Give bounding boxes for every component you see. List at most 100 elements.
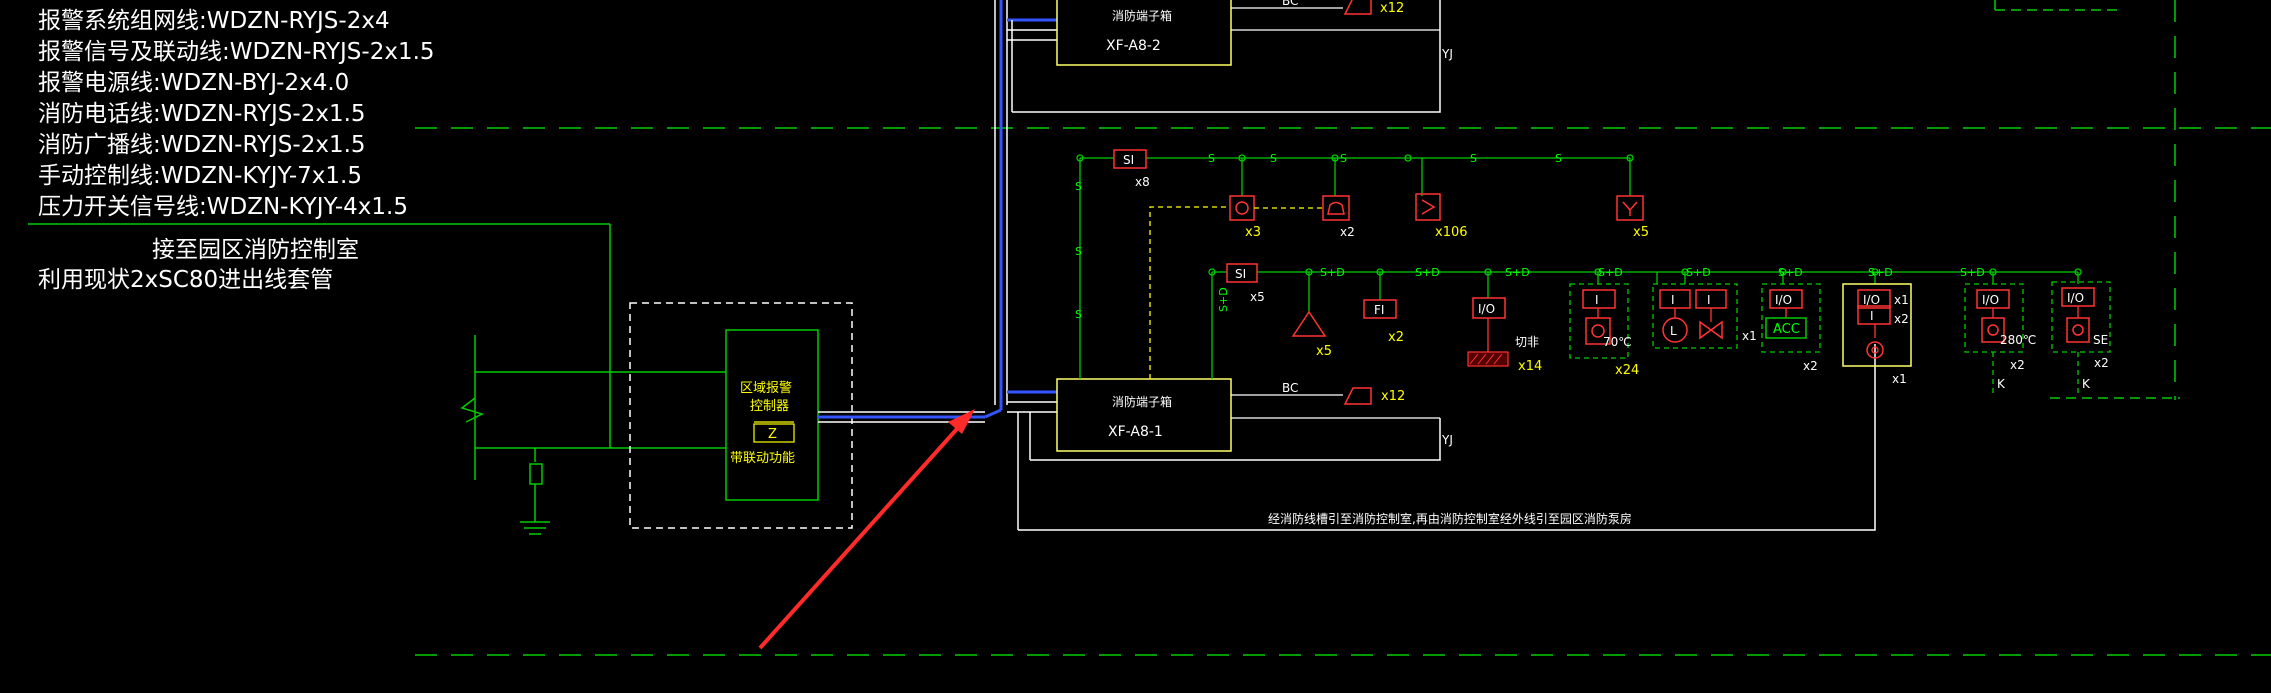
controller-label-2: 控制器 (750, 399, 789, 414)
cut-label: 切非 (1515, 335, 1539, 349)
sounder-device[interactable]: x5 (1616, 195, 1649, 240)
manual-call-icon (1235, 201, 1249, 215)
legend-line-2: 报警信号及联动线:WDZN-RYJS-2x1.5 (38, 39, 435, 65)
terminal-box-xf-a8-2[interactable]: 消防端子箱 XF-A8-2 BC x12 YJ (1056, 0, 1453, 66)
s-label-2: S (1075, 245, 1082, 258)
manual-call-device[interactable]: x3 (1229, 195, 1261, 240)
sd-label-9: S+D (1960, 266, 1985, 279)
dashed-guide-lines (415, 0, 2271, 656)
telephone-icon (1327, 201, 1345, 215)
yellow-dashed-link (1149, 206, 1230, 379)
terminal-box-xf-a8-1[interactable]: 消防端子箱 XF-A8-1 BC x12 YJ (1056, 378, 1453, 452)
lower-sd-labels: S+D S+D S+D S+D S+D S+D S+D S+D S+D (1217, 266, 1985, 312)
damper-70-group[interactable]: I 70℃ x24 (1569, 283, 1639, 378)
lower-si-count: x5 (1250, 290, 1265, 304)
s-label-7: S (1470, 152, 1477, 165)
sd-label-7: S+D (1778, 266, 1803, 279)
legend-line-1: 报警系统组网线:WDZN-RYJS-2x4 (38, 8, 390, 34)
area-alarm-controller[interactable]: 区域报警 控制器 Z 带联动功能 (629, 302, 853, 529)
damper70-i-label: I (1595, 293, 1599, 307)
terminal-box-2-label: 消防端子箱 (1112, 8, 1172, 23)
upper-si-count: x8 (1135, 175, 1150, 189)
pump-icon (1866, 341, 1884, 359)
se-group[interactable]: I/O SE x2 K (2051, 281, 2111, 395)
sd-label-2: S+D (1320, 266, 1345, 279)
s-label-5: S (1270, 152, 1277, 165)
level-l-label: L (1670, 324, 1677, 338)
manual-call-count: x3 (1245, 225, 1261, 240)
pump-x2: x2 (1894, 312, 1909, 326)
level-i-label-1: I (1671, 293, 1675, 307)
terminal-box-2-yj: YJ (1441, 47, 1453, 61)
level-valve-group[interactable]: I I L x1 (1652, 283, 1757, 349)
smoke-detector-count: x106 (1435, 225, 1468, 240)
cable-legend: 报警系统组网线:WDZN-RYJS-2x4 报警信号及联动线:WDZN-RYJS… (28, 8, 610, 293)
sounder-count: x5 (1633, 225, 1649, 240)
sd-label-6: S+D (1686, 266, 1711, 279)
upper-si-isolator[interactable]: SI x8 (1113, 149, 1150, 189)
terminal-box-1-count: x12 (1381, 389, 1405, 404)
upper-s-labels: S S S S S S S S (1075, 152, 1562, 321)
s-label-4: S (1208, 152, 1215, 165)
pump-io-label: I/O (1863, 293, 1880, 307)
fi-label: FI (1374, 303, 1384, 317)
se-icon (2072, 324, 2084, 336)
legend-line-7: 压力开关信号线:WDZN-KYJY-4x1.5 (38, 194, 408, 220)
strobe-device[interactable]: x5 (1291, 310, 1332, 359)
telephone-device[interactable]: x2 (1322, 195, 1355, 239)
telephone-count: x2 (1340, 225, 1355, 239)
cut-power-module[interactable]: I/O 切非 x14 (1467, 297, 1542, 374)
red-pointer-arrow (758, 409, 975, 650)
damper280-k-label: K (1997, 377, 2006, 391)
upper-si-label: SI (1123, 153, 1134, 167)
legend-line-4: 消防电话线:WDZN-RYJS-2x1.5 (38, 101, 366, 127)
acc-group[interactable]: I/O ACC x2 (1761, 283, 1821, 373)
sd-label-4: S+D (1505, 266, 1530, 279)
terminal-box-2-count: x12 (1380, 1, 1404, 16)
damper70-temp: 70℃ (1603, 335, 1632, 349)
se-count: x2 (2094, 356, 2109, 370)
legend-line-5: 消防广播线:WDZN-RYJS-2x1.5 (38, 132, 366, 158)
damper280-count: x2 (2010, 358, 2025, 372)
damper280-icon (1987, 324, 1999, 336)
lower-signal-loop (1208, 268, 2082, 379)
cut-count: x14 (1518, 359, 1542, 374)
bottom-route-note: 经消防线槽引至消防控制室,再由消防控制室经外线引至园区消防泵房 (1268, 511, 1632, 526)
conduit-note: 利用现状2xSC80进出线套管 (38, 267, 333, 293)
strobe-count: x5 (1316, 344, 1332, 359)
pump-i-label: I (1870, 309, 1874, 323)
valve-icon (1699, 320, 1723, 340)
pump-x1-b: x1 (1892, 372, 1907, 386)
damper280-temp: 280℃ (2000, 333, 2036, 347)
fi-module[interactable]: FI x2 (1363, 299, 1404, 345)
sd-label-8: S+D (1868, 266, 1893, 279)
upper-signal-loop (1076, 154, 1634, 379)
damper70-icon (1591, 324, 1605, 338)
pump-x1-a: x1 (1894, 293, 1909, 307)
sd-label-5: S+D (1598, 266, 1623, 279)
terminal-box-1-code: XF-A8-1 (1108, 424, 1163, 440)
acc-label: ACC (1773, 322, 1800, 337)
pump-group[interactable]: I/O I x1 x2 x1 (1842, 283, 1912, 386)
se-k-label: K (2082, 377, 2091, 391)
lower-si-isolator[interactable]: SI x5 (1226, 263, 1265, 304)
legend-line-3: 报警电源线:WDZN-BYJ-2x4.0 (38, 70, 349, 96)
smoke-detector-icon (1421, 199, 1436, 215)
terminal-box-1-label: 消防端子箱 (1112, 394, 1172, 409)
strobe-icon (1291, 310, 1327, 337)
terminal-box-2-code: XF-A8-2 (1106, 38, 1161, 54)
cut-io-label: I/O (1478, 302, 1495, 316)
smoke-detector-device[interactable]: x106 (1415, 193, 1468, 240)
s-label-6: S (1340, 152, 1347, 165)
s-label-8: S (1555, 152, 1562, 165)
controller-z-label: Z (768, 427, 777, 442)
sounder-icon (1622, 201, 1638, 216)
trunk-riser (818, 0, 1876, 531)
s-label-1: S (1075, 180, 1082, 193)
terminal-box-1-bc: BC (1282, 381, 1298, 395)
terminal-box-1-yj: YJ (1441, 433, 1453, 447)
level-count: x1 (1742, 329, 1757, 343)
damper-280-group[interactable]: I/O 280℃ x2 K (1964, 283, 2036, 395)
controller-label-1: 区域报警 (740, 380, 792, 396)
